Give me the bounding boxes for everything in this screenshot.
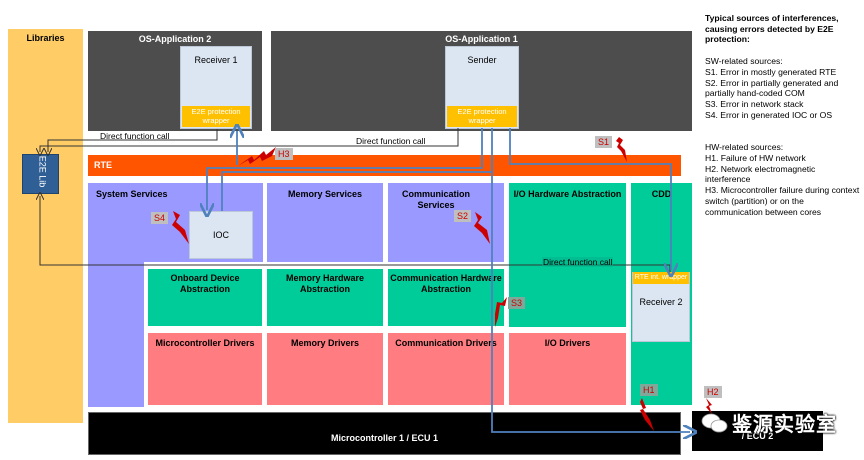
memory-services: Memory Services <box>267 183 383 262</box>
io-drivers-label: I/O Drivers <box>544 338 591 348</box>
io-drivers: I/O Drivers <box>509 333 626 405</box>
ioc-label: IOC <box>212 230 229 240</box>
memory-services-label: Memory Services <box>287 189 363 199</box>
communication-services-label: Communication Services <box>401 189 470 210</box>
fault-tag-s1: S1 <box>595 136 613 148</box>
receiver-2-label: Receiver 2 <box>639 297 683 307</box>
legend-sw-item: S1. Error in mostly generated RTE <box>705 66 837 77</box>
fault-tag-s3: S3 <box>508 297 526 309</box>
legend-hw-heading: HW-related sources: <box>705 142 784 153</box>
flow-sender-to-ioc <box>207 128 483 210</box>
lightning-s4-icon <box>172 211 189 244</box>
lightning-s3-icon <box>495 297 507 327</box>
libraries-column: Libraries <box>8 29 83 423</box>
legend: Typical sources of interferences, causin… <box>705 13 860 217</box>
fault-tag-h3: H3 <box>275 148 293 160</box>
e2e-wrapper-sender: E2E protection wrapper <box>447 106 517 127</box>
onboard-device-abstraction-label: Onboard Device Abstraction <box>170 273 240 294</box>
communication-drivers-label: Communication Drivers <box>395 338 497 348</box>
communication-services: Communication Services <box>388 183 504 262</box>
lightning-h1-icon <box>640 398 654 431</box>
os-application-1-label: OS-Application 1 <box>445 34 518 44</box>
sender-label: Sender <box>467 55 497 65</box>
lightning-s1-icon <box>616 137 627 162</box>
direct-call-label-2: Direct function call <box>356 136 426 146</box>
ecu-1-label: Microcontroller 1 / ECU 1 <box>330 433 439 443</box>
lightning-s2-icon <box>474 212 490 244</box>
legend-sw-item: S4. Error in generated IOC or OS <box>705 109 833 120</box>
receiver-1-label: Receiver 1 <box>194 55 238 65</box>
io-hardware-abstraction-label: I/O Hardware Abstraction <box>513 189 622 199</box>
legend-hw-item: H2. Network electromagnetic interference <box>705 163 816 185</box>
communication-drivers: Communication Drivers <box>388 333 504 405</box>
lightning-h2-icon <box>706 398 712 414</box>
e2e-wrapper-receiver-1: E2E protection wrapper <box>182 106 250 127</box>
direct-call-label-3: Direct function call <box>542 257 614 267</box>
memory-hardware-abstraction: Memory Hardware Abstraction <box>267 269 383 326</box>
microcontroller-drivers-label: Microcontroller Drivers <box>155 338 255 348</box>
legend-sw-item: S2. Error in partially generated and par… <box>705 77 839 99</box>
lightning-h3-icon <box>238 147 276 166</box>
fault-tag-s2: S2 <box>454 210 472 222</box>
flow-ioc-to-receiver-1 <box>221 128 493 211</box>
direct-call-label-1: Direct function call <box>100 131 170 141</box>
onboard-device-abstraction: Onboard Device Abstraction <box>148 269 262 326</box>
ecu-2-label: / ECU 2 <box>741 431 774 441</box>
legend-hw-item: H3. Microcontroller failure during conte… <box>705 185 860 217</box>
flow-sender-to-com <box>491 172 690 432</box>
legend-hw-item: H1. Failure of HW network <box>705 153 806 164</box>
memory-drivers: Memory Drivers <box>267 333 383 405</box>
ioc: IOC <box>189 211 253 259</box>
communication-hardware-abstraction: Communication Hardware Abstraction <box>388 269 504 326</box>
system-services-column <box>88 262 144 407</box>
fault-tag-s4: S4 <box>151 212 169 224</box>
legend-sw-heading: SW-related sources: <box>705 56 783 67</box>
wechat-logo-icon <box>700 412 730 434</box>
microcontroller-drivers: Microcontroller Drivers <box>148 333 262 405</box>
io-hardware-abstraction: I/O Hardware Abstraction <box>509 183 626 327</box>
flow-sender-to-receiver-2 <box>509 128 671 270</box>
watermark-text: 鉴源实验室 <box>732 414 837 436</box>
memory-hardware-abstraction-label: Memory Hardware Abstraction <box>285 273 365 294</box>
ecu-1: Microcontroller 1 / ECU 1 <box>88 412 681 455</box>
fault-tag-h2: H2 <box>704 386 722 398</box>
memory-drivers-label: Memory Drivers <box>290 338 360 348</box>
os-application-2-label: OS-Application 2 <box>138 34 212 44</box>
communication-hardware-abstraction-label: Communication Hardware Abstraction <box>390 273 502 294</box>
system-services-label: System Services <box>96 189 168 199</box>
legend-sw-item: S3. Error in network stack <box>705 98 804 109</box>
cdd-label: CDD <box>651 189 672 199</box>
legend-title: Typical sources of interferences, causin… <box>705 13 839 45</box>
direct-call-line-2 <box>40 128 459 152</box>
libraries-label: Libraries <box>26 33 65 43</box>
rte-label: RTE <box>94 160 112 170</box>
fault-tag-h1: H1 <box>640 384 658 396</box>
